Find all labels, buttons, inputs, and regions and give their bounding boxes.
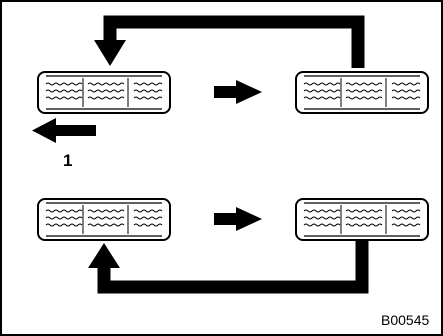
bottom-forward-arrow: [214, 207, 262, 231]
tire-top-right: [295, 71, 429, 114]
tire-bottom-left: [37, 198, 171, 241]
front-direction-arrow: [32, 118, 96, 143]
bottom-return-arrow: [97, 240, 369, 294]
top-return-arrowhead: [94, 40, 126, 66]
top-forward-arrow: [214, 80, 262, 104]
front-marker-label: 1: [63, 151, 72, 170]
top-return-arrow: [103, 15, 365, 68]
tire-bottom-right: [295, 198, 429, 241]
figure-code: B00545: [381, 312, 429, 328]
bottom-return-arrowhead: [88, 243, 120, 268]
tire-top-left: [37, 71, 171, 114]
